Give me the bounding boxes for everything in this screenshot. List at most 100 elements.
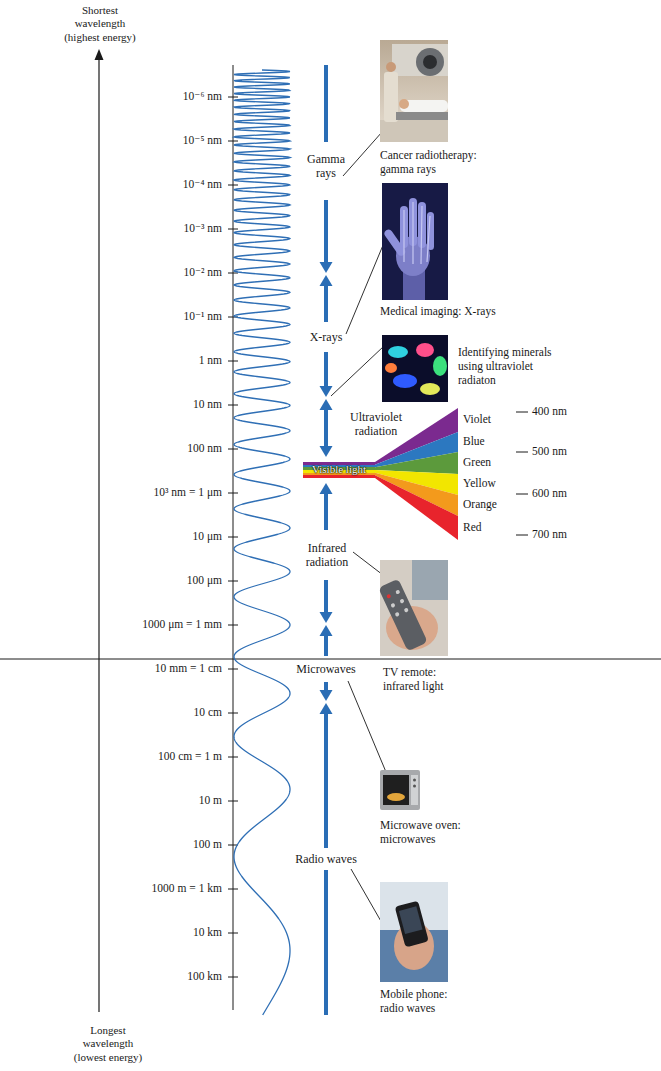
photo-caption: Medical imaging: X-rays bbox=[380, 305, 550, 319]
scale-tick-label: 10 mm = 1 cm bbox=[92, 662, 222, 676]
arrow-head bbox=[320, 612, 333, 623]
scale-tick-label: 10 km bbox=[92, 926, 222, 940]
scale-tick-label: 100 cm = 1 m bbox=[92, 750, 222, 764]
bar-segment bbox=[324, 634, 328, 656]
wavelength-mark: 400 nm bbox=[532, 405, 592, 419]
mobile-phone-photo bbox=[380, 882, 448, 982]
band-label: Microwaves bbox=[281, 662, 371, 676]
arrow-head bbox=[320, 262, 333, 273]
arrow-head bbox=[320, 386, 333, 397]
scale-tick bbox=[228, 625, 238, 626]
band-label: X-rays bbox=[296, 330, 356, 344]
xray-hand-photo bbox=[382, 183, 448, 300]
scale-tick-label: 10⁻⁶ nm bbox=[92, 90, 222, 104]
scale-tick bbox=[228, 141, 238, 142]
scale-tick bbox=[228, 933, 238, 934]
scale-tick-label: 1000 m = 1 km bbox=[92, 882, 222, 896]
scale-tick bbox=[228, 889, 238, 890]
bar-segment bbox=[324, 408, 328, 448]
photo-caption: Identifying minerals using ultraviolet r… bbox=[458, 346, 563, 387]
scale-tick-label: 10 nm bbox=[92, 398, 222, 412]
wavelength-dashes bbox=[516, 412, 528, 535]
scale-tick-label: 10⁻⁵ nm bbox=[92, 134, 222, 148]
band-label: Gamma rays bbox=[301, 152, 351, 181]
scale-tick bbox=[228, 801, 238, 802]
wavelength-mark: 600 nm bbox=[532, 487, 592, 501]
axis-line bbox=[98, 58, 99, 1012]
colour-wedge bbox=[375, 475, 458, 540]
scale-tick-label: 10⁻³ nm bbox=[92, 222, 222, 236]
band-label: Ultraviolet radiation bbox=[340, 410, 412, 439]
bar-segment bbox=[324, 284, 328, 322]
scale-tick-label: 1 nm bbox=[92, 354, 222, 368]
scale-tick-label: 1000 μm = 1 mm bbox=[92, 618, 222, 632]
scale-tick-label: 10⁻⁴ nm bbox=[92, 178, 222, 192]
scale-tick bbox=[228, 449, 238, 450]
wavelength-mark: 500 nm bbox=[532, 445, 592, 459]
energy-axis-arrow bbox=[95, 49, 104, 1012]
bar-segment bbox=[324, 492, 328, 530]
colour-name: Yellow bbox=[463, 477, 513, 491]
colour-name: Red bbox=[463, 521, 513, 535]
microwave-oven-photo bbox=[380, 770, 420, 810]
scale-tick bbox=[228, 581, 238, 582]
scale-tick-label: 10 m bbox=[92, 794, 222, 808]
band-label: Infrared radiation bbox=[296, 541, 358, 570]
dash-mark bbox=[516, 535, 528, 536]
scale-tick bbox=[228, 229, 238, 230]
scale-tick-label: 10⁻² nm bbox=[92, 266, 222, 280]
scale-tick-label: 10 cm bbox=[92, 706, 222, 720]
scale-tick bbox=[228, 757, 238, 758]
colour-name: Blue bbox=[463, 435, 513, 449]
bar-segment bbox=[324, 870, 328, 1015]
arrow-head bbox=[320, 690, 333, 701]
scale-tick-label: 100 km bbox=[92, 970, 222, 984]
scale-tick-label: 10⁻¹ nm bbox=[92, 310, 222, 324]
scale-tick bbox=[228, 97, 238, 98]
bar-segment bbox=[324, 712, 328, 848]
tv-remote-photo bbox=[378, 560, 448, 656]
scale-tick-label: 100 m bbox=[92, 838, 222, 852]
colour-name: Orange bbox=[463, 498, 513, 512]
bar-segment bbox=[324, 200, 328, 264]
arrow-head bbox=[320, 446, 333, 457]
dash-mark bbox=[516, 452, 528, 453]
photo-caption: TV remote: infrared light bbox=[383, 666, 463, 694]
bar-segment bbox=[324, 352, 328, 388]
scale-tick bbox=[228, 185, 238, 186]
band-label: Visible light bbox=[312, 463, 366, 476]
arrow-head bbox=[95, 49, 104, 60]
scale-tick-label: 100 μm bbox=[92, 574, 222, 588]
scale-tick bbox=[228, 537, 238, 538]
scale-tick-label: 10³ nm = 1 μm bbox=[92, 486, 222, 500]
wavelength-mark: 700 nm bbox=[532, 528, 592, 542]
scale-tick bbox=[228, 405, 238, 406]
scale-tick-label: 10 μm bbox=[92, 530, 222, 544]
dash-mark bbox=[516, 412, 528, 413]
photo-caption: Microwave oven: microwaves bbox=[380, 819, 480, 847]
divider-line bbox=[0, 659, 661, 660]
leader-lines bbox=[331, 132, 386, 930]
axis-end-label: Shortest wavelength (highest energy) bbox=[60, 4, 140, 44]
scale-tick bbox=[228, 713, 238, 714]
scale-tick bbox=[228, 493, 238, 494]
band-label: Radio waves bbox=[281, 852, 371, 866]
leader-line bbox=[346, 238, 386, 334]
uv-minerals-photo bbox=[382, 335, 448, 402]
photo-caption: Cancer radiotherapy: gamma rays bbox=[380, 149, 500, 177]
colour-wedge bbox=[375, 473, 458, 516]
region-bar bbox=[320, 65, 333, 1015]
scale-tick bbox=[228, 273, 238, 274]
leader-line bbox=[343, 132, 382, 176]
radiotherapy-photo bbox=[380, 40, 448, 142]
leader-line bbox=[331, 346, 384, 396]
colour-name: Violet bbox=[463, 413, 513, 427]
leader-line bbox=[348, 681, 386, 772]
colour-name: Green bbox=[463, 456, 513, 470]
visible-light-band: Visible light bbox=[303, 462, 375, 478]
dash-mark bbox=[516, 494, 528, 495]
photo-caption: Mobile phone: radio waves bbox=[380, 988, 465, 1016]
scale-tick bbox=[228, 361, 238, 362]
